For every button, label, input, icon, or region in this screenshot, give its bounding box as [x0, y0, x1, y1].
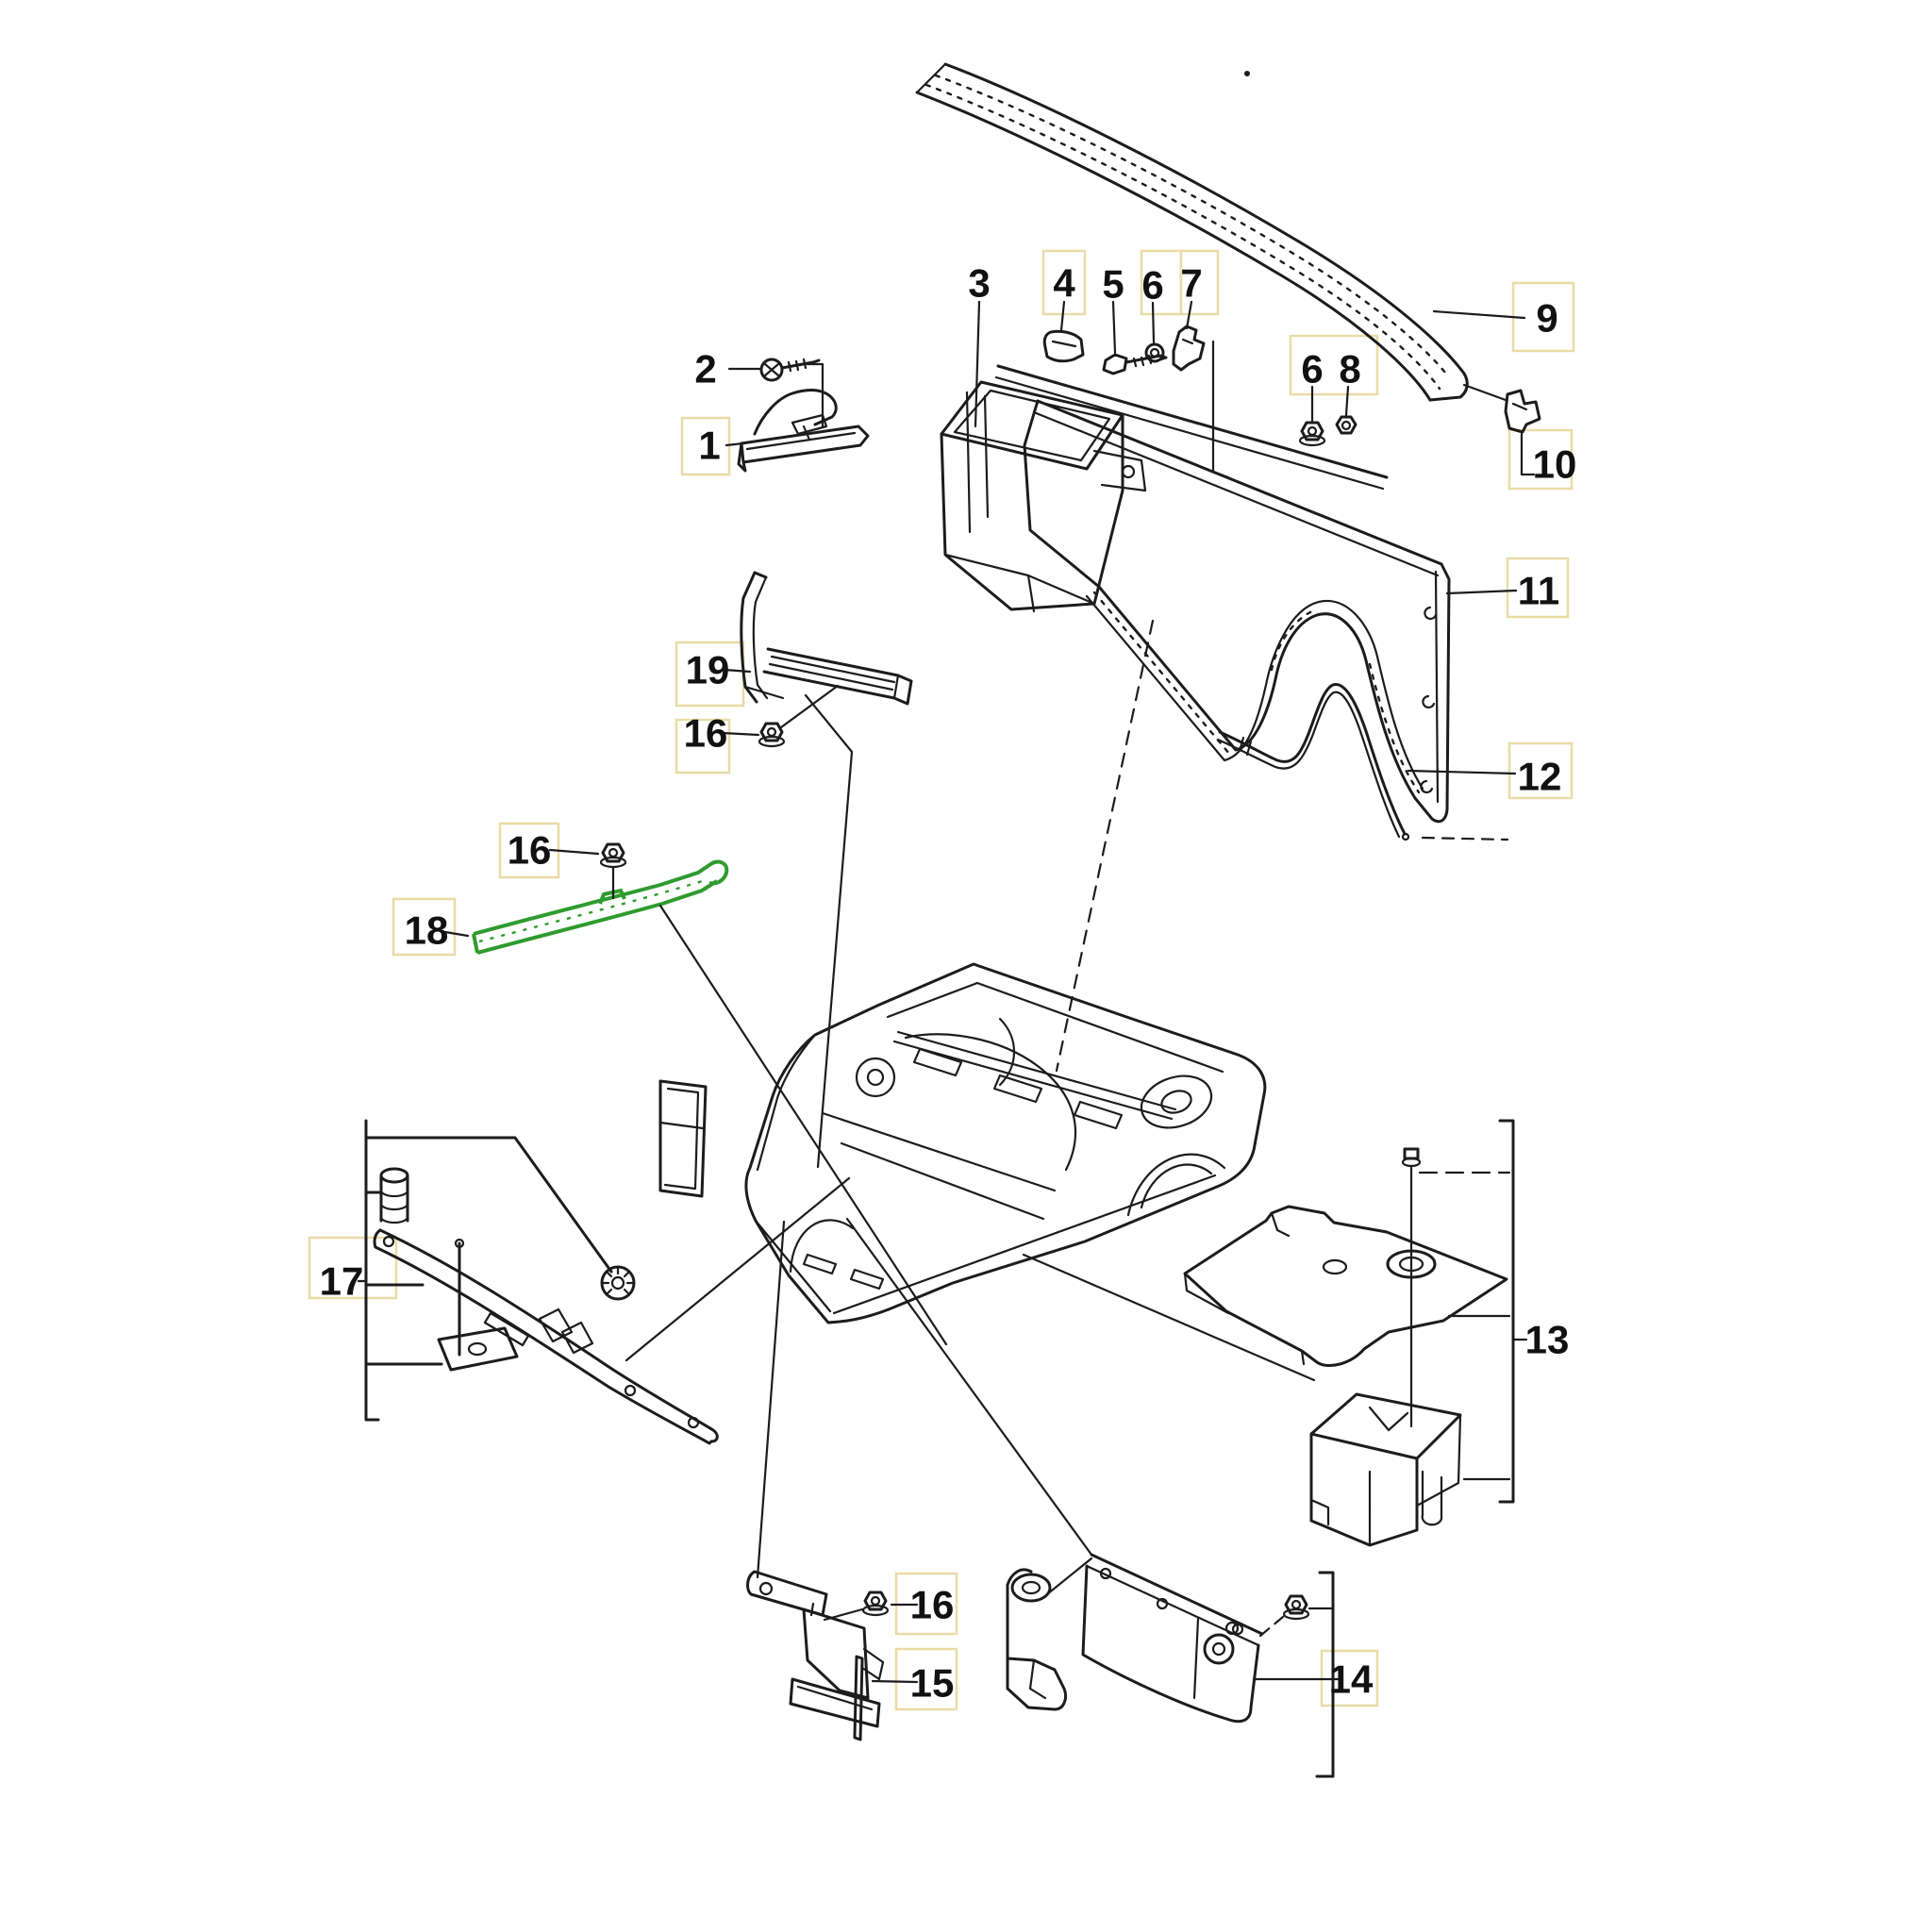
callout-2[interactable]: 2: [694, 347, 716, 391]
callout-6b[interactable]: 6: [1301, 347, 1323, 391]
part-foam-pad-13: [1309, 1392, 1462, 1547]
part-washer-6a: [1144, 342, 1165, 363]
hotspot-15[interactable]: [894, 1647, 958, 1711]
callout-11[interactable]: 11: [1518, 569, 1559, 613]
callout-18[interactable]: 18: [405, 908, 449, 953]
hotspot-6-8[interactable]: [1289, 334, 1379, 396]
callout-9[interactable]: 9: [1536, 296, 1557, 341]
part-13-assembly: [1183, 1119, 1528, 1547]
part-17-assembly: [364, 1119, 719, 1445]
callout-7[interactable]: 7: [1180, 261, 1202, 306]
callout-labels: 2 1 3 4 5 6 7 9 6 8 10 11 12 19 16 16 18…: [320, 261, 1577, 1706]
bracket-17-frame: [364, 1119, 380, 1422]
callout-16a[interactable]: 16: [684, 711, 728, 756]
hotspot-18[interactable]: [391, 897, 457, 957]
callout-6a[interactable]: 6: [1141, 263, 1163, 308]
part-nut-8: [1335, 415, 1357, 435]
part-clip-10: [1462, 383, 1541, 434]
callout-13[interactable]: 13: [1525, 1318, 1570, 1362]
part-bracket-19: [740, 571, 913, 706]
part-nut-6b: [1298, 421, 1326, 447]
callout-19[interactable]: 19: [686, 648, 730, 692]
leader-16c-diagonal: [823, 1607, 864, 1622]
hotspot-17[interactable]: [308, 1236, 398, 1300]
part-washer-plate-17: [437, 1238, 519, 1372]
bracket-13-frame: [1498, 1119, 1515, 1504]
part-nut-16b: [599, 842, 627, 869]
callout-15[interactable]: 15: [910, 1661, 955, 1706]
leader-19-cross-b: [804, 693, 854, 754]
part-weatherstrip-9: [915, 62, 1469, 402]
hotspot-16a[interactable]: [675, 718, 731, 774]
leader-19-cross-a: [779, 684, 840, 729]
leader-lines: [357, 300, 1536, 1684]
part-panel-14: [1006, 1553, 1264, 1724]
part-clipnut-4: [1042, 329, 1085, 363]
callout-4[interactable]: 4: [1053, 261, 1075, 306]
part-panel-11: [994, 364, 1451, 824]
speck: [1244, 71, 1250, 76]
part-retainer-7: [1172, 325, 1206, 372]
leader-7-connector: [1211, 340, 1230, 479]
part-body-shell: [658, 962, 1267, 1324]
part-strip-18-highlighted: [472, 859, 729, 955]
part-screw-2: [759, 358, 821, 382]
part-nut-16c: [861, 1591, 890, 1617]
callout-5[interactable]: 5: [1102, 262, 1124, 307]
part-screw-13: [1401, 1147, 1422, 1428]
hotspot-10[interactable]: [1507, 428, 1574, 491]
part-bracket-15: [746, 1570, 885, 1741]
hotspot-1[interactable]: [680, 416, 731, 476]
part-buffer-17: [379, 1167, 409, 1224]
callout-1[interactable]: 1: [698, 424, 720, 468]
callout-16c[interactable]: 16: [910, 1583, 955, 1627]
callout-16b[interactable]: 16: [508, 828, 552, 873]
callout-14[interactable]: 14: [1329, 1657, 1374, 1702]
callout-10[interactable]: 10: [1533, 442, 1577, 487]
bracket-14-frame: [1315, 1571, 1335, 1778]
callout-17[interactable]: 17: [320, 1259, 364, 1304]
part-nut-14: [1282, 1594, 1310, 1621]
part-tray-3: [940, 380, 1147, 613]
part-spring-strip-17: [373, 1228, 719, 1445]
hotspot-7[interactable]: [1179, 249, 1220, 316]
hotspot-11[interactable]: [1506, 557, 1570, 619]
part-bracket-1: [737, 389, 870, 473]
part-plate-13: [1183, 1205, 1508, 1367]
callout-8[interactable]: 8: [1339, 347, 1360, 391]
callout-3[interactable]: 3: [968, 261, 990, 306]
part-cord-12: [1216, 683, 1509, 841]
callout-12[interactable]: 12: [1518, 755, 1562, 799]
part-knob-17: [600, 1265, 636, 1301]
hotspot-12[interactable]: [1507, 741, 1574, 800]
leader-2-connector: [806, 362, 824, 428]
part-bolt-5: [1102, 353, 1168, 375]
hotspot-4[interactable]: [1041, 249, 1087, 316]
